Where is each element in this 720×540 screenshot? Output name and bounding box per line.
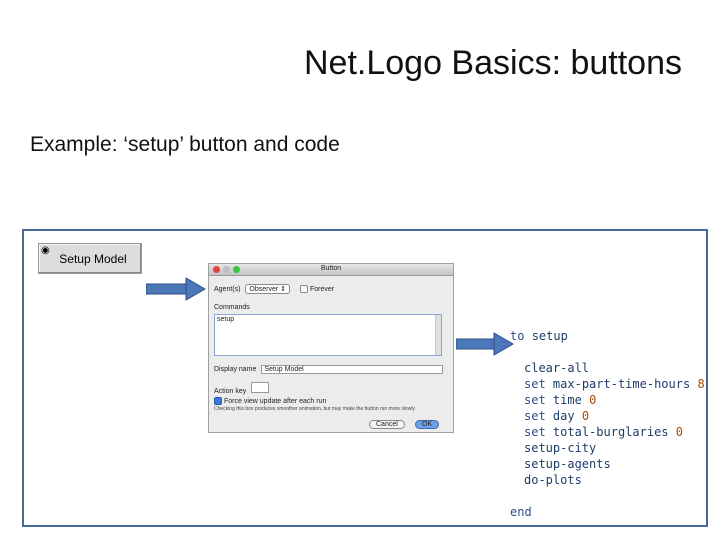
agent-select[interactable]: Observer ⇕	[245, 284, 291, 294]
ok-button[interactable]: OK	[415, 420, 440, 429]
code-keyword: set	[524, 393, 546, 407]
code-text: setup-agents	[524, 457, 611, 471]
code-line: set max-part-time-hours 8	[510, 376, 705, 392]
arrow-right-icon	[146, 277, 206, 301]
code-text: max-part-time-hours	[552, 377, 691, 391]
force-update-label: Force view update after each run	[224, 397, 327, 405]
arrow-right-icon	[456, 332, 514, 356]
code-text: day	[552, 409, 575, 423]
code-text: clear-all	[524, 361, 590, 375]
forever-label: Forever	[309, 286, 335, 293]
close-icon[interactable]	[213, 266, 220, 273]
display-name-field[interactable]: Setup Model	[261, 365, 444, 374]
force-update-checkbox[interactable]	[214, 397, 222, 405]
agent-select-value: Observer	[249, 286, 279, 293]
dialog-titlebar: Button	[209, 264, 453, 276]
observer-command-icon: ◉	[41, 245, 50, 256]
commands-scrollbar[interactable]	[435, 315, 441, 355]
setup-model-button[interactable]: ◉ Setup Model	[38, 243, 142, 274]
slide-title: Net.Logo Basics: buttons	[303, 44, 682, 82]
display-name-value: Setup Model	[264, 366, 304, 373]
code-number: 8	[697, 377, 705, 391]
code-line: setup-agents	[510, 456, 705, 472]
code-number: 0	[589, 393, 597, 407]
commands-label: Commands	[214, 304, 250, 311]
action-key-label: Action key	[214, 388, 247, 395]
display-name-label: Display name	[214, 366, 257, 373]
force-update-help: Checking this box produces smoother anim…	[214, 406, 415, 412]
code-line: clear-all	[510, 360, 705, 376]
action-key-field[interactable]	[251, 382, 270, 393]
code-line: set total-burglaries 0	[510, 424, 705, 440]
commands-textarea[interactable]: setup	[214, 314, 442, 356]
procedure-name: setup	[531, 329, 568, 343]
agent-label: Agent(s)	[214, 286, 241, 293]
code-text: time	[552, 393, 582, 407]
code-line: set time 0	[510, 392, 705, 408]
slide-subtitle: Example: ‘setup’ button and code	[30, 133, 340, 156]
code-keyword: set	[524, 425, 546, 439]
end-keyword: end	[510, 505, 532, 519]
code-text: setup-city	[524, 441, 597, 455]
code-keyword: set	[524, 377, 546, 391]
to-keyword: to	[510, 329, 525, 343]
zoom-icon[interactable]	[233, 266, 240, 273]
setup-model-button-label: Setup Model	[59, 251, 127, 266]
minimize-icon[interactable]	[223, 266, 230, 273]
commands-text: setup	[217, 316, 235, 323]
code-text: total-burglaries	[552, 425, 669, 439]
code-line: do-plots	[510, 472, 705, 488]
code-keyword: set	[524, 409, 546, 423]
cancel-button[interactable]: Cancel	[369, 420, 405, 429]
code-line: set day 0	[510, 408, 705, 424]
example-frame: ◉ Setup Model Button Agent(s) Observer ⇕…	[22, 229, 708, 527]
dialog-title: Button	[320, 265, 342, 272]
code-text: do-plots	[524, 473, 582, 487]
code-number: 0	[581, 409, 590, 423]
forever-checkbox[interactable]	[299, 285, 308, 294]
button-edit-dialog: Button Agent(s) Observer ⇕ Forever Comma…	[208, 263, 454, 433]
code-number: 0	[675, 425, 683, 439]
code-line: setup-city	[510, 440, 705, 456]
